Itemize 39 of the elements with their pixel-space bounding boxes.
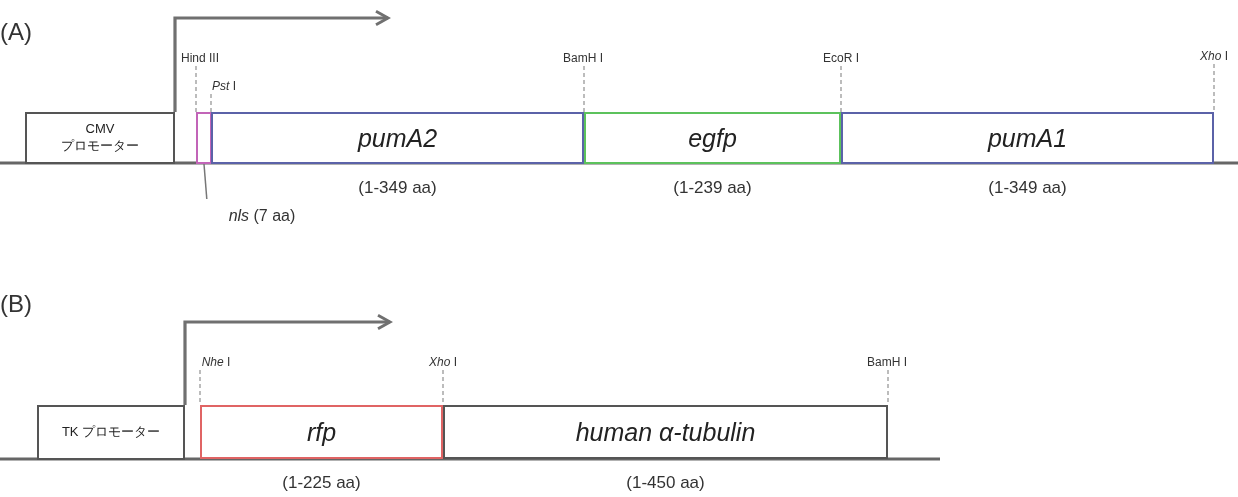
gene-box (211, 112, 584, 164)
restriction-site-label: Xho I (429, 355, 457, 369)
restriction-site-tick (840, 65, 842, 113)
promoter-label: CMV プロモーター (60, 121, 140, 155)
gene-box (200, 405, 443, 459)
gene-name: egfp (688, 123, 737, 153)
length-label: (1-239 aa) (673, 178, 752, 198)
leader-line (203, 163, 208, 200)
transcription-arrow (173, 9, 390, 112)
restriction-site-label: Nhe I (201, 355, 231, 369)
restriction-site-label: Xho I (1200, 49, 1228, 63)
length-label: (1-349 aa) (988, 178, 1067, 198)
length-label: (1-225 aa) (282, 473, 361, 493)
restriction-site-label: BamH I (867, 355, 907, 369)
gene-box (443, 405, 888, 459)
restriction-site-tick (195, 65, 197, 113)
gene-box (841, 112, 1214, 164)
promoter-label: TK プロモーター (61, 424, 161, 441)
restriction-site-label: Pst I (212, 79, 236, 93)
segment-box (196, 112, 212, 164)
restriction-site-tick (583, 65, 585, 113)
panel-label: (B) (0, 290, 32, 318)
panel-label: (A) (0, 18, 32, 46)
restriction-site-tick (210, 93, 212, 113)
gene-name: pumA1 (987, 123, 1068, 153)
promoter-box (37, 405, 185, 460)
restriction-site-label: EcoR I (823, 51, 859, 65)
length-label: (1-450 aa) (626, 473, 705, 493)
gene-name: rfp (306, 417, 337, 447)
restriction-site-label: BamH I (563, 51, 603, 65)
transcription-arrow (183, 313, 392, 405)
annotation-text: nls (7 aa) (228, 207, 296, 225)
gene-name: pumA2 (357, 123, 438, 153)
restriction-site-tick (1213, 63, 1215, 113)
gene-name: human α-tubulin (575, 417, 756, 447)
gene-box (584, 112, 841, 164)
promoter-box (25, 112, 175, 164)
restriction-site-label: Hind III (181, 51, 219, 65)
length-label: (1-349 aa) (358, 178, 437, 198)
